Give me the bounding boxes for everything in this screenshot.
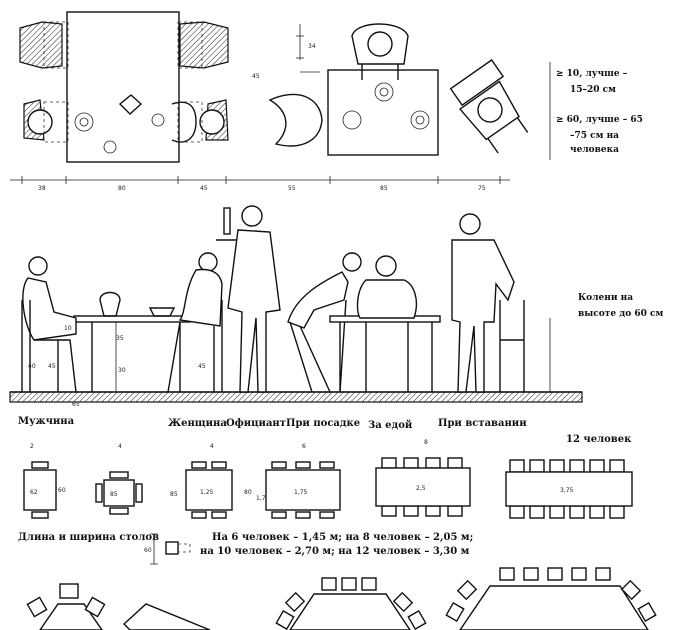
figure-eating — [356, 255, 418, 392]
label-sitting-down: При посадке — [286, 418, 360, 429]
table-6 — [265, 469, 341, 511]
elev-dim-45b: 45 — [198, 363, 206, 370]
plan-dim-55: 55 — [288, 185, 296, 192]
plan-dim-v2: 45 — [252, 73, 260, 80]
note-knees-height: высоте до 60 см — [578, 309, 663, 319]
side-dim-2: 60 — [58, 487, 66, 494]
count-8: 8 — [424, 439, 428, 446]
label-eating: За едой — [368, 420, 413, 431]
size-4b: 1,25 — [200, 489, 214, 496]
label-standing-up: При вставании — [438, 418, 527, 429]
note-width-min: ≥ 60, лучше – 65 — [556, 115, 643, 125]
label-waiter: Официант — [226, 418, 286, 429]
plan-table-right — [327, 69, 439, 156]
figure-woman — [167, 252, 223, 393]
size-4a: 85 — [110, 491, 118, 498]
tables-note-2: на 10 человек – 2,70 м; на 12 человек – … — [200, 546, 470, 557]
table-2 — [23, 469, 57, 511]
plan-dim-45: 45 — [200, 185, 208, 192]
table-8 — [375, 467, 471, 507]
size-6: 1,75 — [294, 489, 308, 496]
tables-note-1: На 6 человек – 1,45 м; на 8 человек – 2,… — [212, 532, 473, 543]
elev-dim-30: 30 — [118, 367, 126, 374]
figure-standing-up — [451, 213, 525, 393]
plan-dim-80: 80 — [118, 185, 126, 192]
arrangement-1 — [26, 583, 106, 630]
note-width-range: –75 см на — [570, 131, 619, 141]
count-6: 6 — [302, 443, 306, 450]
size-12: 3,75 — [560, 487, 574, 494]
table-arrangements — [26, 567, 657, 630]
plan-dim-38: 38 — [38, 185, 46, 192]
elevation-table-left — [73, 315, 191, 323]
count-12: 12 человек — [566, 434, 632, 445]
plan-notes: ≥ 10, лучше – 15–20 см ≥ 60, лучше – 65 … — [549, 62, 643, 160]
elev-dim-10: 10 — [64, 325, 72, 332]
side-dim-6: 80 — [244, 489, 252, 496]
plan-view-right: 34 45 — [252, 23, 529, 156]
label-man: Мужчина — [18, 416, 75, 427]
plan-table-left — [66, 11, 180, 163]
tables-caption: Длина и ширина столов — [18, 532, 159, 543]
arrangement-4 — [445, 567, 657, 630]
count-4b: 4 — [210, 443, 214, 450]
figure-waiter — [216, 205, 281, 393]
note-width-unit: человека — [570, 145, 619, 155]
elevation-view: 10 45 40 65 35 45 30 Мужчина Женщина Офи… — [9, 205, 663, 431]
plan-dim-85: 85 — [380, 185, 388, 192]
plan-dim-v1: 34 — [308, 43, 316, 50]
arrangement-3 — [275, 577, 427, 630]
table-sizes: 2 62 60 4 85 4 1,25 85 6 1,75 80 1,7 — [18, 434, 633, 565]
plan-view-left — [19, 11, 229, 163]
arrangement-2 — [122, 603, 211, 630]
elev-dim-35: 35 — [116, 335, 124, 342]
note-knees: Колени на — [578, 293, 633, 303]
size-2: 62 — [30, 489, 38, 496]
table-4-square — [103, 479, 135, 507]
note-gap-min: ≥ 10, лучше – — [556, 69, 628, 79]
small-dim-60: 60 — [144, 547, 152, 554]
size-8: 2,5 — [416, 485, 426, 492]
count-4a: 4 — [118, 443, 122, 450]
plan-dim-75: 75 — [478, 185, 486, 192]
table-12 — [505, 471, 633, 507]
table-4-long — [185, 469, 233, 511]
elev-dim-65: 65 — [72, 401, 80, 408]
side-dim-4: 85 — [170, 491, 178, 498]
count-2: 2 — [30, 443, 34, 450]
elev-dim-45a: 45 — [48, 363, 56, 370]
label-woman: Женщина — [168, 418, 227, 429]
elev-dim-40: 40 — [28, 363, 36, 370]
plan-dimension-line: 38 80 45 55 85 75 — [10, 176, 510, 192]
side-dim-6b: 1,7 — [256, 495, 266, 502]
note-gap-range: 15–20 см — [570, 85, 616, 95]
figure-man — [21, 256, 77, 393]
